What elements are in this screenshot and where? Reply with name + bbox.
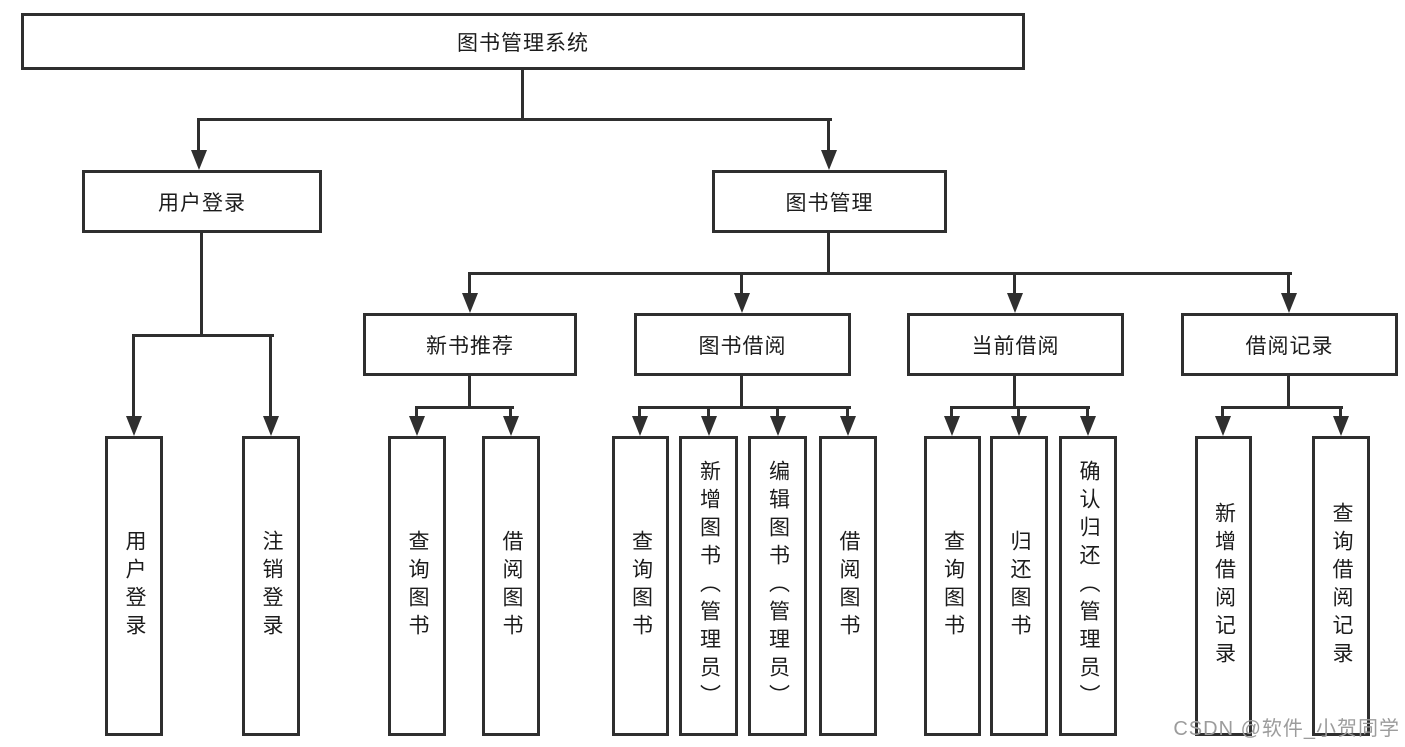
node-leaf-query-book-current: 查询图书 — [924, 436, 981, 736]
arrow-down-icon — [1215, 416, 1231, 436]
node-library-management-system: 图书管理系统 — [21, 13, 1025, 70]
node-book-management: 图书管理 — [712, 170, 947, 233]
node-label: 借阅记录 — [1245, 334, 1334, 358]
connector-vline — [132, 334, 135, 418]
connector-vline — [1287, 376, 1290, 409]
arrow-down-icon — [191, 150, 207, 170]
node-label: 新书推荐 — [426, 334, 514, 358]
connector-vline — [509, 406, 512, 420]
connector-vline — [521, 70, 524, 119]
node-label: 编辑图书（管理员） — [766, 460, 790, 712]
connector-vline — [707, 406, 710, 420]
arrow-down-icon — [1007, 293, 1023, 313]
connector-vline — [846, 406, 849, 420]
connector-vline — [269, 334, 272, 418]
arrow-down-icon — [462, 293, 478, 313]
connector-vline — [950, 406, 953, 420]
connector-hline — [132, 334, 274, 337]
arrow-down-icon — [944, 416, 960, 436]
node-leaf-edit-book-admin: 编辑图书（管理员） — [748, 436, 807, 736]
node-leaf-query-book-recommend: 查询图书 — [388, 436, 446, 736]
connector-hline — [1221, 406, 1343, 409]
arrow-down-icon — [821, 150, 837, 170]
connector-vline — [468, 376, 471, 409]
node-new-book-recommend: 新书推荐 — [363, 313, 577, 376]
connector-hline — [638, 406, 851, 409]
connector-hline — [468, 272, 1292, 275]
arrow-down-icon — [840, 416, 856, 436]
node-label: 当前借阅 — [971, 334, 1060, 358]
csdn-watermark: CSDN @软件_小贺同学 — [1173, 718, 1400, 740]
node-current-borrowing: 当前借阅 — [907, 313, 1124, 376]
node-label: 查询借阅记录 — [1330, 502, 1353, 670]
connector-vline — [1287, 272, 1290, 295]
node-label: 用户登录 — [123, 530, 146, 642]
arrow-down-icon — [734, 293, 750, 313]
node-label: 图书管理 — [785, 191, 874, 215]
node-user-login: 用户登录 — [82, 170, 322, 233]
arrow-down-icon — [1281, 293, 1297, 313]
node-leaf-logout: 注销登录 — [242, 436, 300, 736]
node-label: 图书管理系统 — [457, 31, 589, 55]
connector-vline — [740, 272, 743, 295]
connector-vline — [1221, 406, 1224, 420]
node-label: 查询图书 — [406, 530, 429, 642]
connector-hline — [197, 118, 832, 121]
connector-vline — [1013, 272, 1016, 295]
connector-vline — [1013, 376, 1016, 409]
connector-vline — [197, 118, 200, 152]
connector-hline — [415, 406, 514, 409]
node-leaf-confirm-return-admin: 确认归还（管理员） — [1059, 436, 1117, 736]
node-label: 注销登录 — [260, 530, 283, 642]
arrow-down-icon — [409, 416, 425, 436]
node-label: 新增图书（管理员） — [697, 460, 721, 712]
connector-vline — [200, 233, 203, 336]
arrow-down-icon — [632, 416, 648, 436]
arrow-down-icon — [1080, 416, 1096, 436]
node-leaf-add-borrow-record: 新增借阅记录 — [1195, 436, 1252, 736]
node-label: 确认归还（管理员） — [1077, 460, 1100, 712]
node-leaf-add-book-admin: 新增图书（管理员） — [679, 436, 738, 736]
node-label: 新增借阅记录 — [1212, 502, 1236, 670]
node-leaf-query-borrow-record: 查询借阅记录 — [1312, 436, 1370, 736]
arrow-down-icon — [503, 416, 519, 436]
connector-vline — [1086, 406, 1089, 420]
connector-vline — [827, 118, 830, 152]
node-label: 用户登录 — [158, 191, 246, 215]
arrow-down-icon — [263, 416, 279, 436]
arrow-down-icon — [1011, 416, 1027, 436]
connector-vline — [415, 406, 418, 420]
arrow-down-icon — [1333, 416, 1349, 436]
node-label: 图书借阅 — [698, 334, 787, 358]
node-leaf-borrow-book-recommend: 借阅图书 — [482, 436, 540, 736]
connector-vline — [1339, 406, 1342, 420]
node-label: 归还图书 — [1008, 530, 1031, 642]
node-label: 查询图书 — [941, 530, 965, 642]
connector-vline — [468, 272, 471, 295]
connector-vline — [827, 233, 830, 274]
node-book-borrowing: 图书借阅 — [634, 313, 851, 376]
node-label: 借阅图书 — [837, 530, 860, 642]
node-borrowing-records: 借阅记录 — [1181, 313, 1398, 376]
node-leaf-borrow-book: 借阅图书 — [819, 436, 877, 736]
node-leaf-return-book: 归还图书 — [990, 436, 1048, 736]
connector-vline — [740, 376, 743, 409]
arrow-down-icon — [701, 416, 717, 436]
node-leaf-user-login: 用户登录 — [105, 436, 163, 736]
connector-vline — [776, 406, 779, 420]
arrow-down-icon — [770, 416, 786, 436]
node-label: 借阅图书 — [500, 530, 523, 642]
node-leaf-query-book-borrowing: 查询图书 — [612, 436, 669, 736]
connector-vline — [1017, 406, 1020, 420]
connector-vline — [638, 406, 641, 420]
arrow-down-icon — [126, 416, 142, 436]
node-label: 查询图书 — [629, 530, 653, 642]
connector-hline — [950, 406, 1090, 409]
